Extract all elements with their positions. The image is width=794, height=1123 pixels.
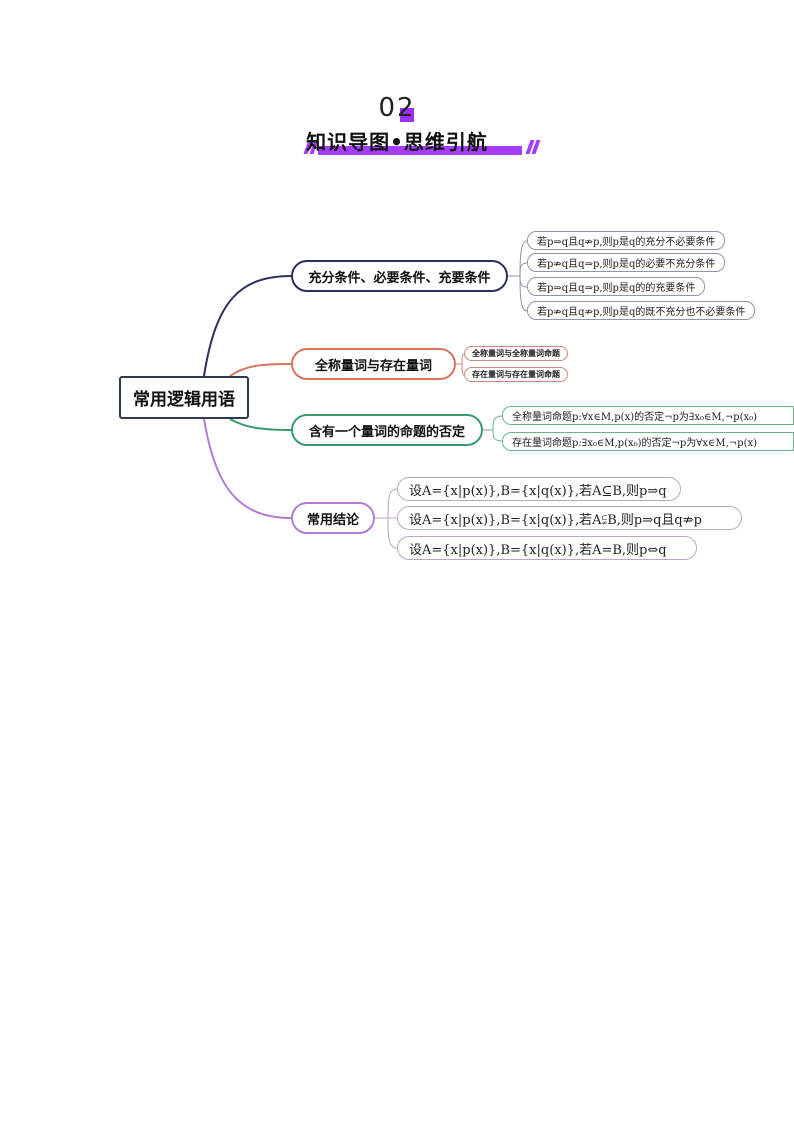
header-square-icon	[400, 108, 414, 122]
leaf-node: 全称量词命题p:∀x∈M,p(x)的否定¬p为∃x₀∈M,¬p(x₀)	[502, 406, 794, 425]
branch-common-conclusions: 常用结论	[291, 502, 375, 534]
root-node: 常用逻辑用语	[119, 376, 249, 419]
connector-branch-3	[229, 418, 293, 431]
title-highlight-bar	[318, 146, 522, 155]
branch-sufficient-necessary-conditions: 充分条件、必要条件、充要条件	[291, 260, 508, 292]
connector-branch-4	[203, 418, 293, 519]
leaf-node: 全称量词与全称量词命题	[464, 346, 568, 361]
connector-branch-1	[203, 275, 293, 377]
leaf-node: 若p⇏q且q⇏p,则p是q的既不充分也不必要条件	[527, 301, 756, 320]
section-header: 02 知识导图•思维引航	[0, 0, 794, 170]
leaf-node: 若p⇏q且q⇒p,则p是q的必要不充分条件	[527, 253, 726, 272]
section-title: 知识导图•思维引航	[306, 130, 488, 154]
leaf-node: 设A={x|p(x)},B={x|q(x)},若A⫋B,则p⇒q且q⇏p	[397, 506, 742, 530]
connector-leaf	[508, 240, 528, 312]
connector-leaf	[456, 353, 465, 376]
leaf-node: 存在量词命题p:∃x₀∈M,p(x₀)的否定¬p为∀x∈M,¬p(x)	[502, 432, 794, 451]
leaf-node: 设A={x|p(x)},B={x|q(x)},若A⊆B,则p⇒q	[397, 477, 681, 501]
connector-branch-2	[229, 363, 293, 377]
branch-negation-of-quantified-proposition: 含有一个量词的命题的否定	[291, 414, 483, 446]
section-number: 02	[378, 93, 416, 123]
leaf-node: 若p⇒q且q⇏p,则p是q的充分不必要条件	[527, 231, 726, 250]
leaf-node: 设A={x|p(x)},B={x|q(x)},若A=B,则p⇔q	[397, 536, 697, 560]
connector-leaf	[375, 488, 398, 549]
leaf-node: 存在量词与存在量词命题	[464, 367, 568, 382]
leaf-node: 若p⇒q且q⇒p,则p是q的的充要条件	[527, 277, 706, 296]
connector-leaf	[483, 415, 503, 442]
branch-quantifiers: 全称量词与存在量词	[291, 348, 456, 380]
